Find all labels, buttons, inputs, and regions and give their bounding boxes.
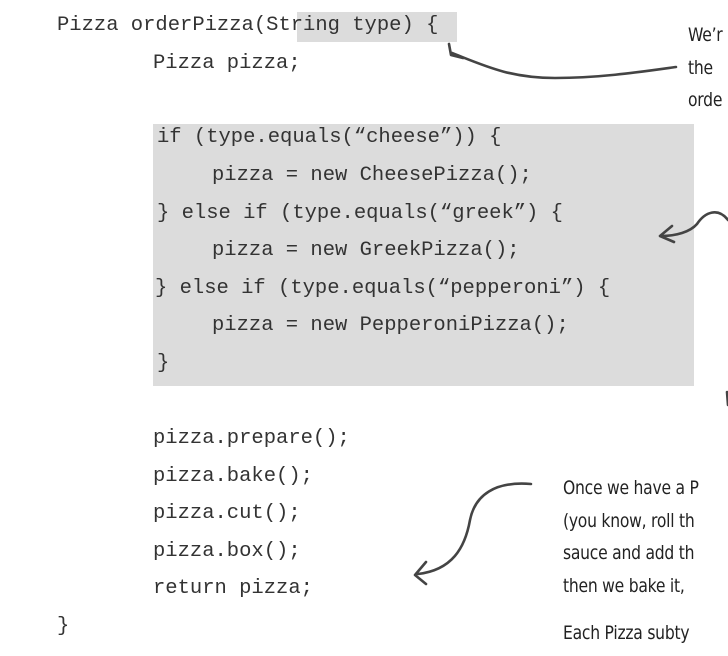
- bottom-annotation-line-3: sauce and add th: [563, 542, 695, 564]
- bottom-annotation-line-2: (you know, roll th: [563, 509, 695, 532]
- method-parameter: String type: [266, 14, 402, 37]
- else-if-pepperoni-line: } else if (type.equals(“pepperoni”) {: [155, 277, 611, 300]
- if-block-arrow-icon: [658, 211, 728, 244]
- bottom-annotation: Once we have a P (you know, roll th sauc…: [563, 472, 699, 602]
- bottom-annotation-line-4: then we bake it,: [563, 574, 685, 597]
- method-signature: Pizza orderPizza(String type) {: [57, 14, 438, 38]
- method-signature-start: Pizza orderPizza(: [57, 14, 267, 37]
- top-annotation-line-3: orde: [688, 89, 723, 111]
- top-annotation-line-1: We’r: [688, 24, 723, 46]
- method-close-brace: }: [57, 615, 70, 638]
- new-cheese-pizza-line: pizza = new CheesePizza();: [212, 164, 532, 187]
- bake-call: pizza.bake();: [153, 465, 313, 488]
- if-block-close-brace: }: [157, 352, 170, 375]
- if-block-highlight: [153, 124, 694, 386]
- cut-call: pizza.cut();: [153, 502, 301, 525]
- new-pepperoni-pizza-line: pizza = new PepperoniPizza();: [212, 314, 569, 337]
- param-arrow-icon: [447, 42, 678, 80]
- method-signature-end: ) {: [401, 14, 439, 37]
- bottom-annotation-line-1: Once we have a P: [563, 477, 699, 499]
- prepare-call: pizza.prepare();: [153, 427, 350, 450]
- param-highlight: [297, 12, 457, 42]
- top-annotation-line-2: the: [688, 56, 713, 79]
- new-greek-pizza-line: pizza = new GreekPizza();: [212, 239, 520, 262]
- else-if-greek-line: } else if (type.equals(“greek”) {: [157, 202, 563, 225]
- pizza-declaration: Pizza pizza;: [153, 52, 301, 75]
- method-calls-arrow-icon: [413, 482, 533, 586]
- return-statement: return pizza;: [153, 577, 313, 600]
- box-call: pizza.box();: [153, 540, 301, 563]
- subtype-annotation: Each Pizza subty: [563, 622, 690, 644]
- top-annotation: We’r the orde: [688, 19, 723, 117]
- if-cheese-line: if (type.equals(“cheese”)) {: [157, 126, 502, 149]
